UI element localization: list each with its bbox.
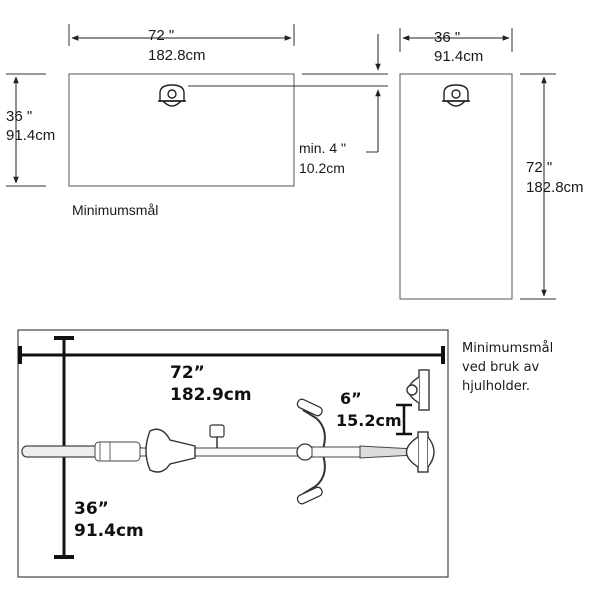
vertical-width-cm: 91.4cm (434, 48, 483, 65)
clearance-annotation: min. 4 " 10.2cm (188, 34, 388, 176)
wheel-holder-note: Minimumsmål ved bruk av hjulholder. (462, 339, 594, 396)
length-cm: 182.9cm (170, 385, 252, 405)
wall-width-in: 72 " (148, 27, 174, 44)
wall-width-cm: 182.8cm (148, 47, 206, 64)
vertical-wall-panel: 36 " 91.4cm 72 " 182.8cm (399, 28, 584, 300)
height-cm: 91.4cm (74, 521, 144, 541)
top-caption: Minimumsmål (72, 202, 158, 218)
clearance-cm: 10.2cm (299, 160, 345, 176)
gap-cm: 15.2cm (336, 411, 402, 430)
wheel-holder-icon (405, 431, 435, 473)
gap-in: 6” (340, 389, 362, 408)
horizontal-wall-panel: 72 " 182.8cm 36 " 91.4cm Minimumsmål (6, 24, 295, 218)
bike-floor-diagram: 72” 182.9cm 36” 91.4cm 6” 15.2cm (17, 329, 449, 578)
wall-height-cm: 91.4cm (6, 127, 55, 144)
note-line-3: hjulholder. (462, 379, 531, 394)
height-in: 36” (74, 499, 109, 519)
note-line-1: Minimumsmål (462, 341, 554, 356)
wall-height-in: 36 " (6, 108, 32, 125)
wall-mount-hook-icon (442, 84, 470, 107)
clearance-in: min. 4 " (299, 140, 346, 156)
vertical-height-in: 72 " (526, 159, 552, 176)
length-in: 72” (170, 363, 205, 383)
vertical-width-in: 36 " (434, 29, 460, 46)
wall-mount-hook-icon (158, 84, 186, 107)
note-line-2: ved bruk av (462, 360, 540, 375)
wall-mount-hook-icon (406, 369, 430, 411)
vertical-height-cm: 182.8cm (526, 179, 584, 196)
